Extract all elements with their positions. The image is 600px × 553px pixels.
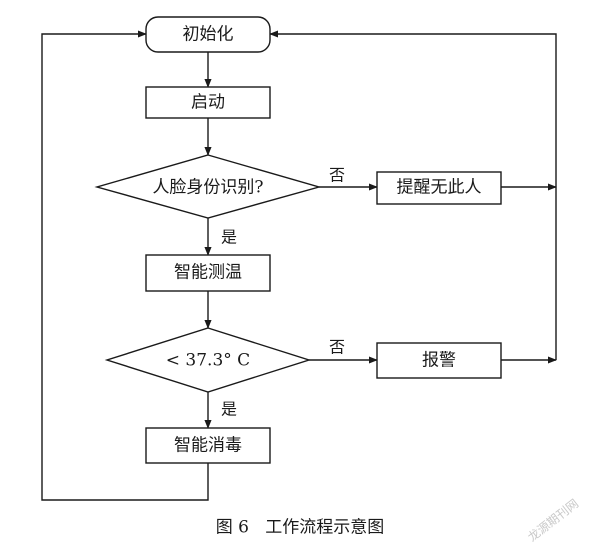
node-face-check-label: 人脸身份识别?	[152, 178, 263, 198]
edge-label-face-no: 否	[329, 166, 345, 185]
node-start	[145, 86, 271, 119]
node-disinfect-label: 智能消毒	[174, 436, 242, 456]
node-init-label: 初始化	[183, 25, 234, 45]
node-start-label: 启动	[191, 93, 225, 113]
node-remind-label: 提醒无此人	[397, 178, 482, 198]
node-temp-check	[104, 327, 312, 393]
node-init	[145, 16, 271, 53]
edge-right-loop-to-init	[269, 30, 557, 360]
edge-label-temp-no: 否	[329, 338, 345, 357]
edge-label-face-yes: 是	[221, 228, 237, 247]
node-remind	[376, 171, 502, 205]
figure-caption: 图 6 工作流程示意图	[216, 518, 384, 538]
watermark-text: 龙源期刊网	[525, 496, 581, 544]
edge-label-temp-yes: 是	[221, 400, 237, 419]
edge-left-loop-to-init	[41, 30, 209, 501]
node-alarm	[376, 342, 502, 379]
node-measure	[145, 254, 271, 292]
node-measure-label: 智能测温	[174, 263, 242, 283]
node-temp-check-label: < 37.3° C	[166, 351, 250, 371]
node-disinfect	[145, 427, 271, 464]
node-face-check	[94, 154, 322, 219]
node-alarm-label: 报警	[422, 351, 456, 371]
